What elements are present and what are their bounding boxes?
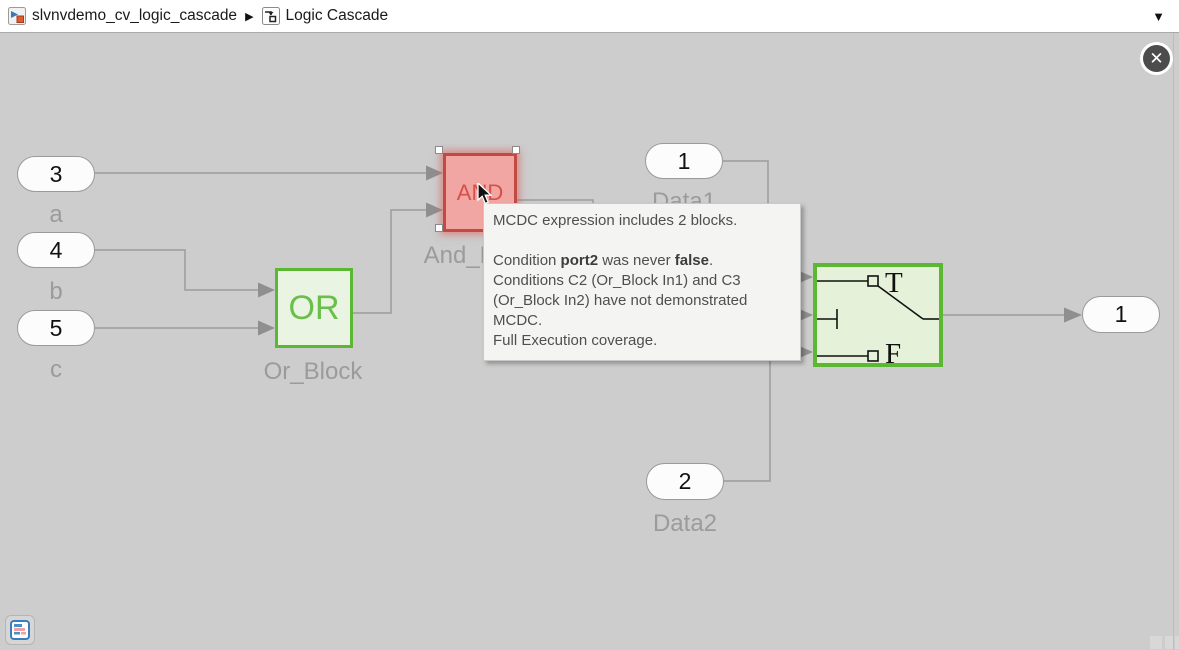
canvas-right-edge <box>1173 33 1174 650</box>
outport-block[interactable]: 1 <box>1082 296 1160 333</box>
inport-block-a[interactable]: 3 <box>17 156 95 192</box>
coverage-tooltip-line: Conditions C2 (Or_Block In1) and C3 (Or_… <box>493 272 748 329</box>
breadcrumb-item-subsystem[interactable]: Logic Cascade <box>261 7 389 25</box>
scrollbar-grip[interactable] <box>1150 636 1162 649</box>
coverage-report-button[interactable] <box>5 615 35 645</box>
selection-handle[interactable] <box>435 146 443 154</box>
mouse-cursor <box>477 183 493 205</box>
switch-true-label: T <box>885 267 903 299</box>
data2-label: Data2 <box>652 510 718 537</box>
breadcrumb-model-name: slvnvdemo_cv_logic_cascade <box>32 7 238 24</box>
breadcrumb-separator-icon: ▶ <box>245 10 254 23</box>
close-icon: ✕ <box>1143 45 1170 72</box>
coverage-tooltip-line: Condition port2 was never false. <box>493 252 714 269</box>
breadcrumb: slvnvdemo_cv_logic_cascade ▶ Logic Casca… <box>0 0 1179 33</box>
or-logic-block[interactable]: OR <box>275 268 353 348</box>
inport-block-c[interactable]: 5 <box>17 310 95 346</box>
inport-label-b: b <box>49 278 63 305</box>
switch-glyph: T F <box>817 267 939 363</box>
data2-block[interactable]: 2 <box>646 463 724 500</box>
coverage-tooltip: MCDC expression includes 2 blocks. Condi… <box>483 203 801 361</box>
subsystem-icon <box>261 7 280 25</box>
chevron-down-icon[interactable]: ▼ <box>1152 8 1165 24</box>
breadcrumb-subsystem-name: Logic Cascade <box>285 7 389 24</box>
coverage-tooltip-line: MCDC expression includes 2 blocks. <box>493 212 738 229</box>
coverage-report-icon <box>10 620 30 640</box>
inport-block-b[interactable]: 4 <box>17 232 95 268</box>
selection-handle[interactable] <box>435 224 443 232</box>
breadcrumb-item-model[interactable]: slvnvdemo_cv_logic_cascade <box>8 7 237 25</box>
coverage-tooltip-line <box>493 231 791 251</box>
switch-block[interactable]: T F <box>813 263 943 367</box>
close-button[interactable]: ✕ <box>1140 42 1173 75</box>
resize-grip[interactable] <box>1175 636 1179 649</box>
coverage-tooltip-line: Full Execution coverage. <box>493 332 658 349</box>
or-block-label: Or_Block <box>263 358 363 385</box>
inport-label-c: c <box>50 356 62 383</box>
simulink-model-icon <box>8 7 26 25</box>
switch-false-label: F <box>885 338 901 363</box>
data1-block[interactable]: 1 <box>645 143 723 179</box>
inport-label-a: a <box>49 201 63 228</box>
scrollbar-grip[interactable] <box>1165 636 1173 649</box>
selection-handle[interactable] <box>512 146 520 154</box>
